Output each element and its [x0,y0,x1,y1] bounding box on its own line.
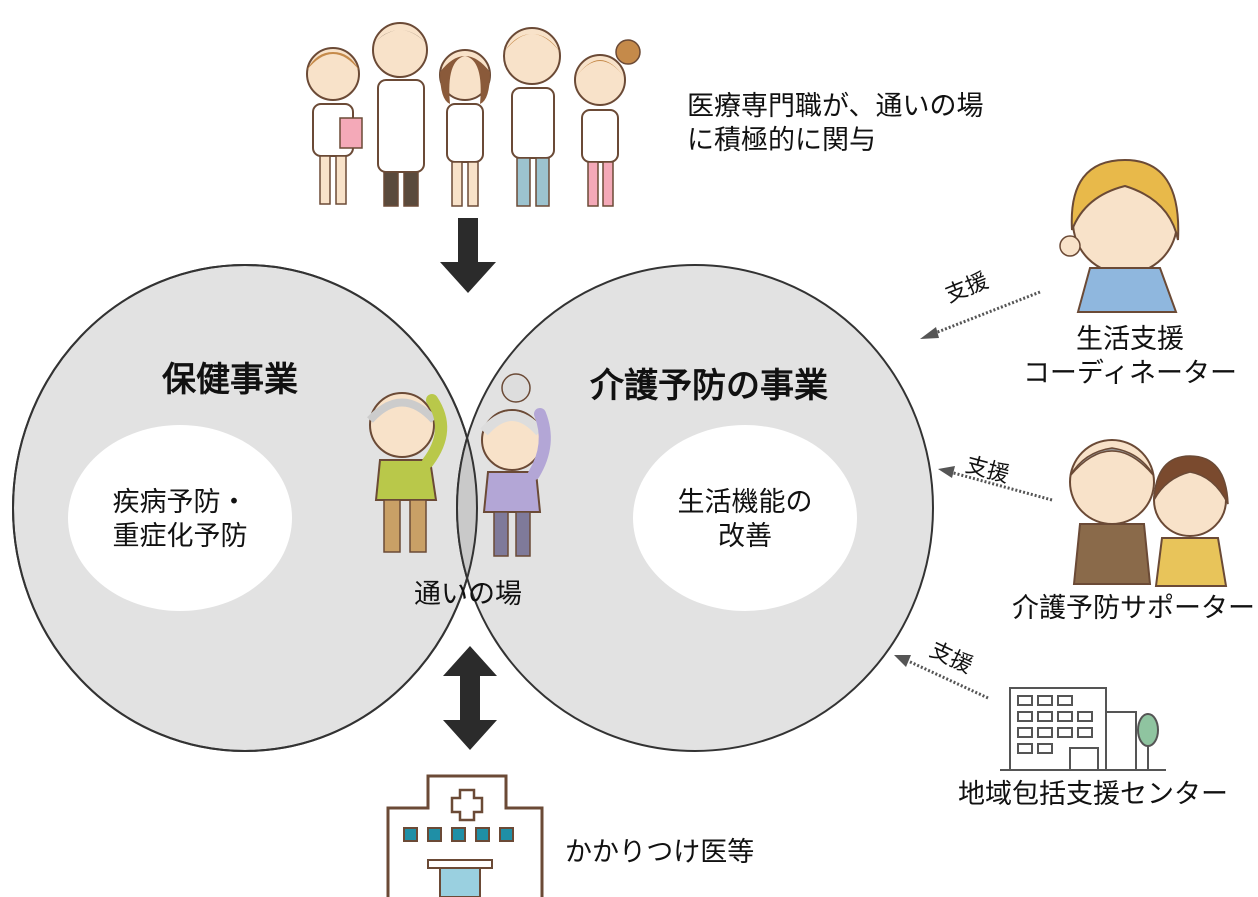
top-note: 医療専門職が、通いの場 に積極的に関与 [687,90,983,158]
left-inner-line1: 疾病予防・ [112,487,248,518]
supporter-couple-illustration [1069,439,1229,587]
overlap-outline-right [456,265,477,751]
down-arrow [440,218,496,293]
elderly-exercise-illustration [367,373,551,557]
top-note-line1: 医療専門職が、通いの場 [687,91,984,122]
double-arrow [443,646,497,750]
coordinator-label: 生活支援 コーディネーター [1010,323,1250,391]
left-inner-text: 疾病予防・ 重症化予防 [90,486,270,554]
right-inner-line1: 生活機能の [677,487,813,518]
coordinator-line2: コーディネーター [1022,358,1238,389]
left-inner-line2: 重症化予防 [112,521,248,552]
clinic-building [386,774,544,897]
right-inner-line2: 改善 [718,521,772,552]
overlap-label: 通いの場 [414,579,522,610]
right-inner-ellipse [633,425,857,611]
support-arrow-1-head [920,327,939,339]
coordinator-line1: 生活支援 [1076,324,1184,355]
top-note-line2: に積極的に関与 [687,125,876,156]
right-circle-title: 介護予防の事業 [590,366,828,406]
care-supporter-label: 介護予防サポーター [1012,593,1255,624]
community-center-label: 地域包括支援センター [958,779,1228,810]
left-inner-ellipse [68,425,292,611]
support-arrow-3-head [894,655,911,667]
support-arrow-3 [905,658,989,700]
support-arrow-2 [949,470,1053,502]
community-center-building [1000,687,1166,771]
overlap-outline [12,264,478,752]
coordinator-illustration [1059,158,1180,313]
medical-staff-illustration [306,22,641,207]
clinic-label: かかりつけ医等 [565,837,755,868]
right-inner-text: 生活機能の 改善 [655,486,835,554]
support-arrow-2-head [938,466,955,478]
left-circle-title: 保健事業 [162,360,298,400]
